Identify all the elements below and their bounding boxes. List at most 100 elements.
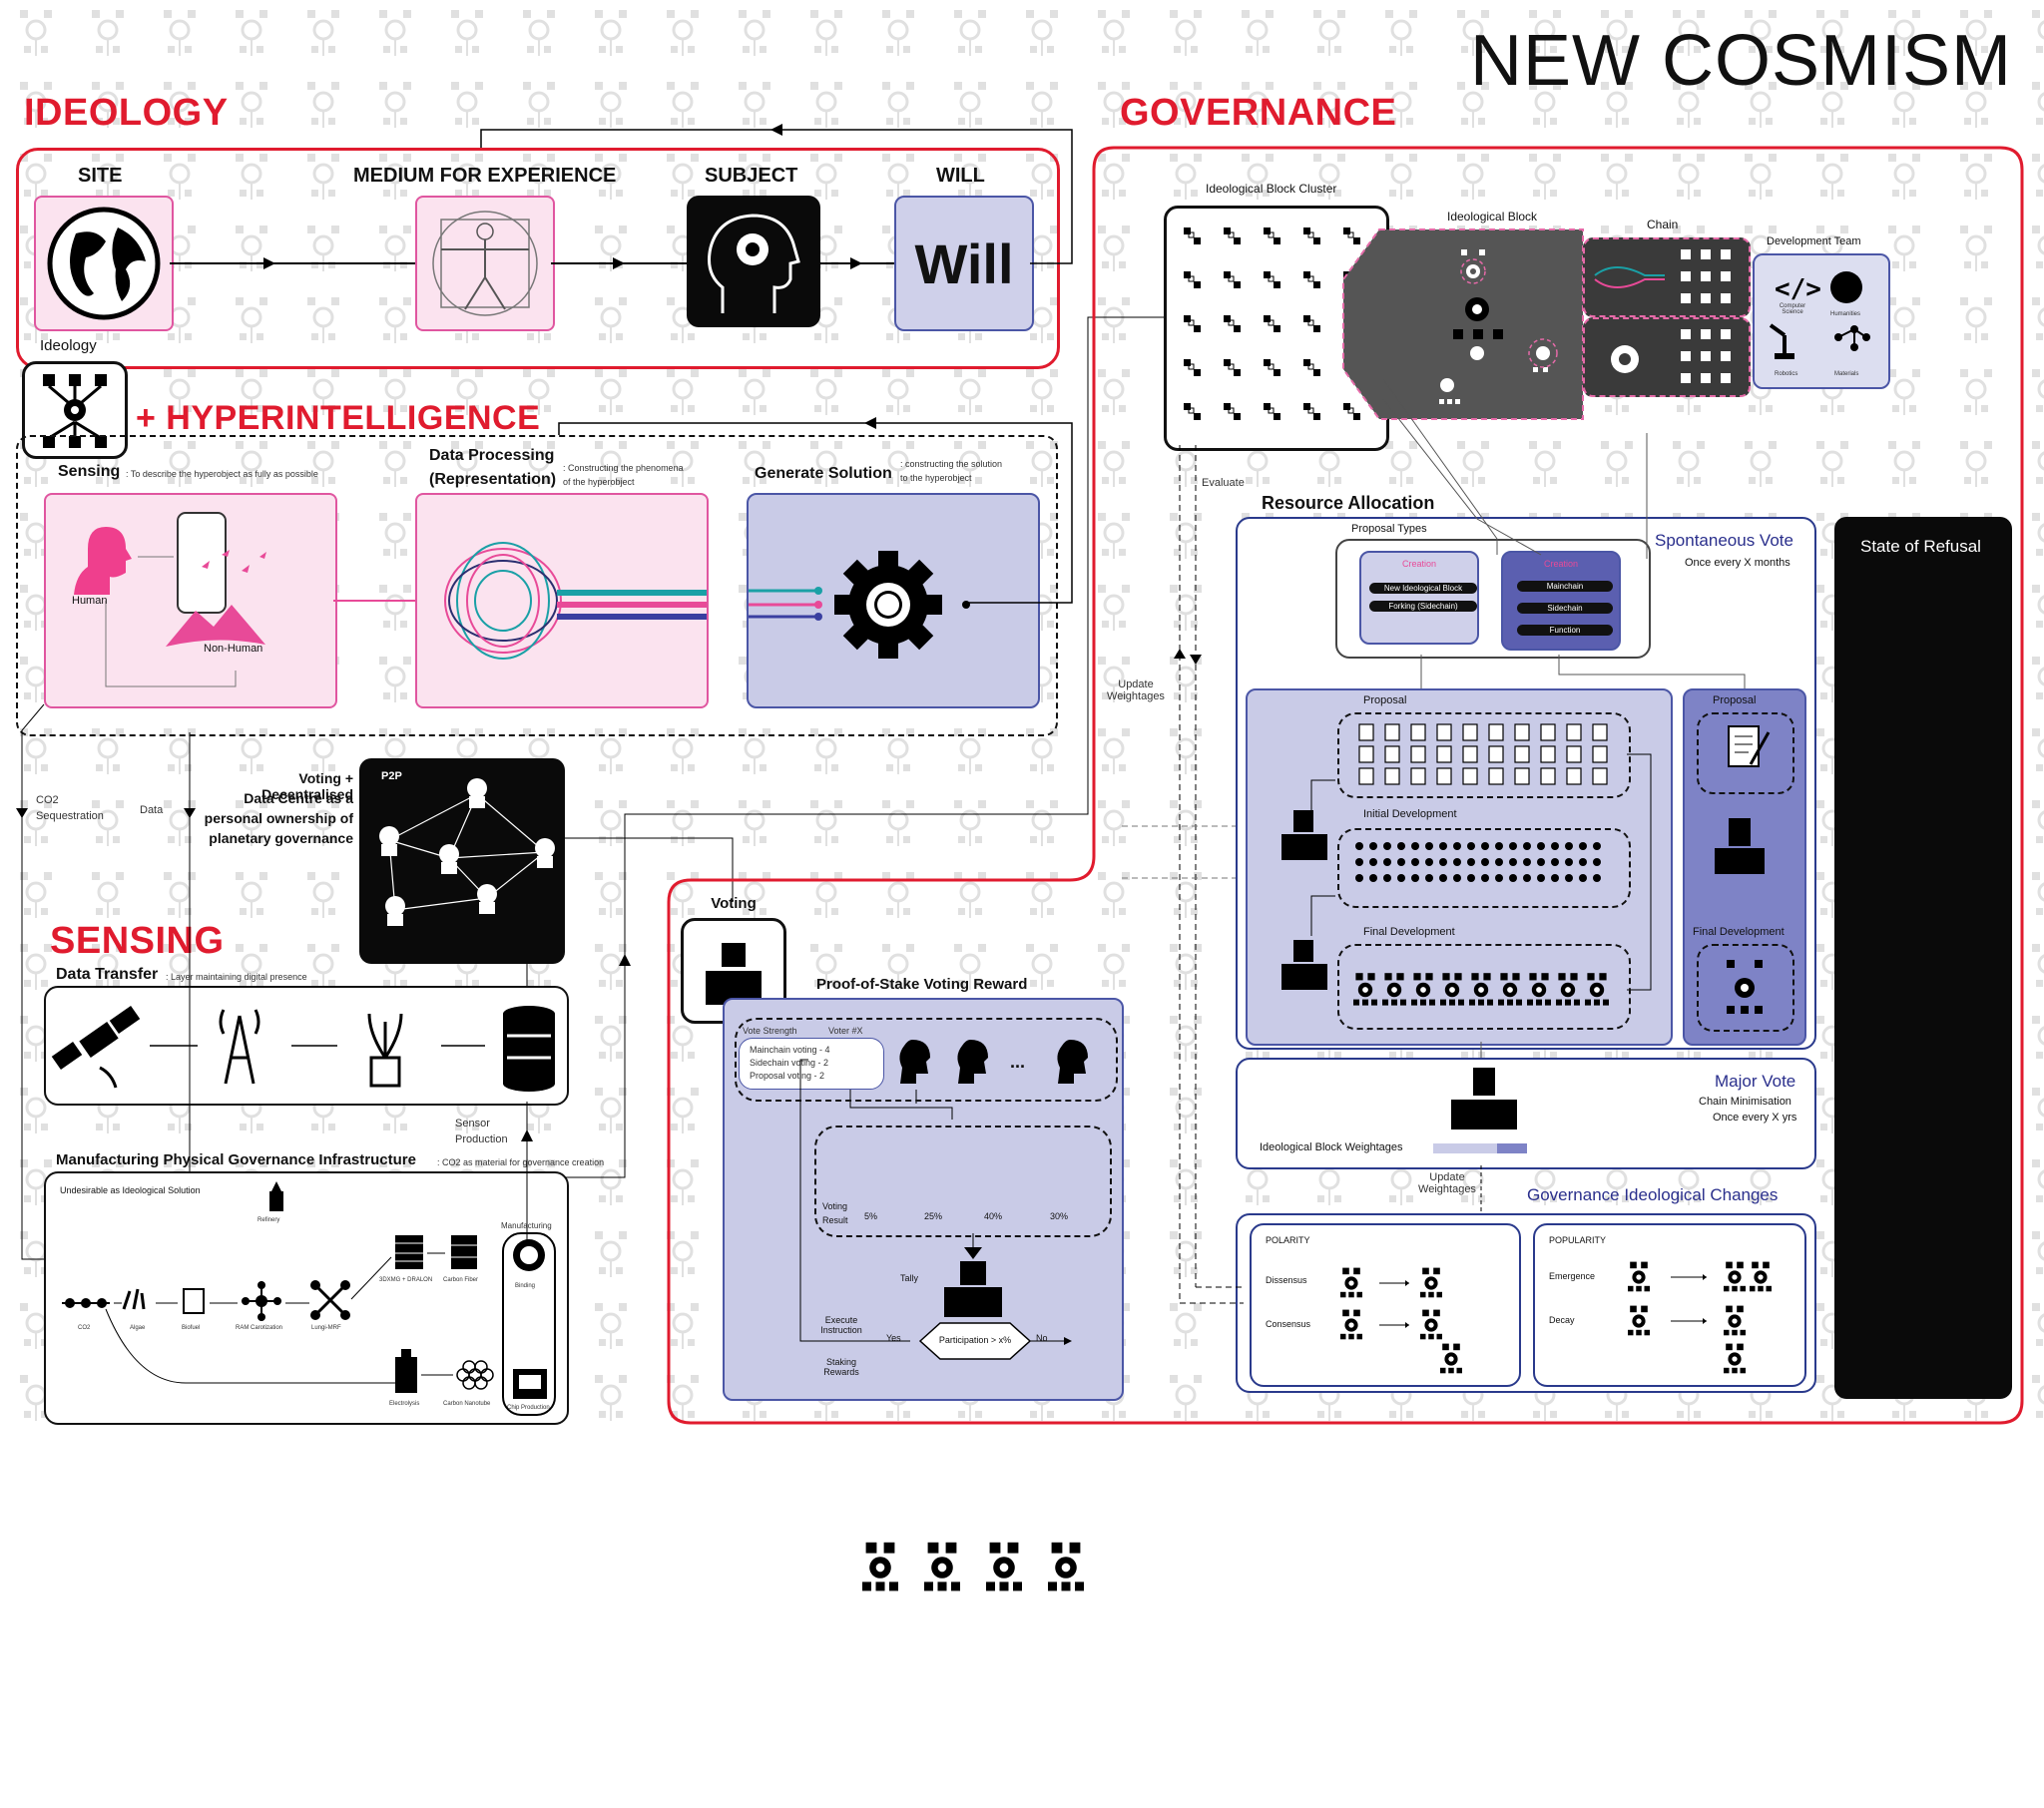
antenna-tower-icon — [219, 1009, 260, 1085]
voting-result-icons — [862, 1542, 1084, 1591]
chain-item-lungi: Lungi-MRF — [311, 1325, 341, 1331]
chain-block-icon — [1594, 249, 1731, 303]
dp-note-2: of the hyperobject — [563, 477, 635, 487]
dot-node-icon — [1579, 874, 1587, 882]
will-label: WILL — [936, 165, 985, 187]
decay-label: Decay — [1549, 1315, 1575, 1325]
document-icon — [1540, 745, 1556, 763]
document-icon — [1410, 767, 1426, 785]
governance-connectors — [1122, 378, 1746, 1304]
material-spool: 3DXMG + DRALON — [379, 1277, 433, 1283]
undesirable-label: Undesirable as Ideological Solution — [60, 1185, 201, 1195]
mini-network-icon — [1440, 1343, 1462, 1374]
ballot-box-icon — [706, 943, 762, 1005]
human-label: Human — [72, 595, 108, 607]
update-weightages-label: Update Weightages — [1107, 678, 1165, 702]
dot-node-icon — [1425, 842, 1433, 850]
block-glyph-icon — [1264, 359, 1280, 376]
robot-arm-icon — [1769, 323, 1794, 359]
chain-item-co2: CO2 — [78, 1325, 91, 1331]
block-glyph-icon — [1184, 271, 1201, 288]
creation2-item-2: Sidechain — [1517, 603, 1613, 614]
dot-node-icon — [1453, 874, 1461, 882]
state-of-refusal-box: State of Refusal — [1834, 517, 2012, 1399]
voter-label: Voter #X — [828, 1026, 863, 1036]
voters-dashbox — [735, 1018, 1118, 1102]
document-icon — [1436, 745, 1452, 763]
dot-node-icon — [1411, 874, 1419, 882]
voting-text-3: personal ownership of — [204, 810, 353, 826]
initial-dev-label: Initial Development — [1363, 808, 1457, 820]
dot-node-icon — [1495, 874, 1503, 882]
mini-network-icon — [1440, 973, 1464, 1006]
dot-node-icon — [1593, 858, 1601, 866]
block-cluster-label: Ideological Block Cluster — [1206, 182, 1337, 196]
mini-network-icon — [1420, 1309, 1442, 1340]
dot-node-icon — [1369, 858, 1377, 866]
carbon-nanotube-icon — [456, 1360, 494, 1390]
material-carbon-fiber: Carbon Fiber — [443, 1277, 479, 1283]
major-vote-frame: Major Vote Chain Minimisation Once every… — [1236, 1058, 1816, 1169]
mainchain-block — [1583, 237, 1751, 317]
dot-node-icon — [1467, 858, 1475, 866]
spool-icon — [395, 1235, 423, 1269]
dot-node-icon — [1397, 858, 1405, 866]
nonhuman-label: Non-Human — [204, 643, 263, 655]
dev-team-box: </> Computer Science Humanities Robotics… — [1753, 253, 1890, 389]
dot-node-icon — [1425, 858, 1433, 866]
binding-label: Binding — [515, 1283, 536, 1289]
dot-node-icon — [1565, 858, 1573, 866]
dot-node-icon — [1551, 858, 1559, 866]
will-text: Will — [914, 232, 1014, 295]
dot-node-icon — [1551, 874, 1559, 882]
dev-team-label: Development Team — [1767, 235, 1861, 247]
proposal-side-box: Proposal Final Development — [1683, 688, 1806, 1046]
gen-note-1: : constructing the solution — [900, 459, 1003, 469]
chain-item-ram: RAM Carotization — [236, 1325, 283, 1331]
dot-node-icon — [1537, 874, 1545, 882]
dot-node-icon — [1495, 842, 1503, 850]
tally-label: Tally — [900, 1273, 919, 1283]
percent-2: 25% — [924, 1211, 943, 1221]
dissensus-label: Dissensus — [1266, 1275, 1307, 1285]
subject-box — [687, 196, 820, 327]
voting-text-4: planetary governance — [209, 830, 353, 846]
dot-node-icon — [1439, 874, 1447, 882]
medium-label: MEDIUM FOR EXPERIENCE — [353, 165, 617, 187]
head-gear-icon — [708, 214, 800, 313]
document-icon — [1436, 723, 1452, 741]
voting-text-1: Voting + Decentralised — [261, 770, 353, 802]
major-freq-label: Once every X yrs — [1713, 1112, 1797, 1124]
dp-note-1: : Constructing the phenomena — [563, 463, 684, 473]
dot-node-icon — [1369, 874, 1377, 882]
sensing-label: Sensing — [58, 463, 121, 480]
dot-node-icon — [1565, 842, 1573, 850]
chain-min-label: Chain Minimisation — [1699, 1096, 1791, 1108]
block-glyph-icon — [1264, 403, 1280, 420]
gov-changes-label: Governance Ideological Changes — [1527, 1185, 1779, 1204]
fiber-optic-icon — [367, 1013, 403, 1088]
tally-ballot-icon — [944, 1247, 1002, 1317]
document-icon — [1566, 723, 1582, 741]
site-box — [34, 196, 174, 331]
block-glyph-icon — [1303, 359, 1320, 376]
dev-item-materials: Materials — [1834, 371, 1859, 377]
document-icon — [1358, 723, 1374, 741]
dot-node-icon — [1355, 874, 1363, 882]
data-transfer-note: : Layer maintaining digital presence — [166, 972, 307, 982]
mini-network-icon — [1556, 973, 1580, 1006]
mpgi-note: : CO2 as material for governance creatio… — [437, 1157, 605, 1167]
pos-label: Proof-of-Stake Voting Reward — [816, 976, 1028, 993]
section-governance-title: GOVERNANCE — [1120, 92, 1397, 134]
section-sensing-title: SENSING — [50, 920, 225, 962]
dot-node-icon — [1439, 842, 1447, 850]
block-glyph-icon — [1343, 403, 1360, 420]
block-glyph-icon — [1224, 227, 1241, 244]
section-ideology-title: IDEOLOGY — [24, 92, 229, 134]
data-transfer-label: Data Transfer — [56, 966, 159, 983]
document-icon — [1384, 723, 1400, 741]
section-hyperintelligence-title: + HYPERINTELLIGENCE — [136, 399, 541, 437]
dot-node-icon — [1481, 842, 1489, 850]
vitruvian-man-icon — [432, 211, 538, 316]
proposal-types-box: Creation New Ideological Block Forking (… — [1335, 539, 1651, 659]
